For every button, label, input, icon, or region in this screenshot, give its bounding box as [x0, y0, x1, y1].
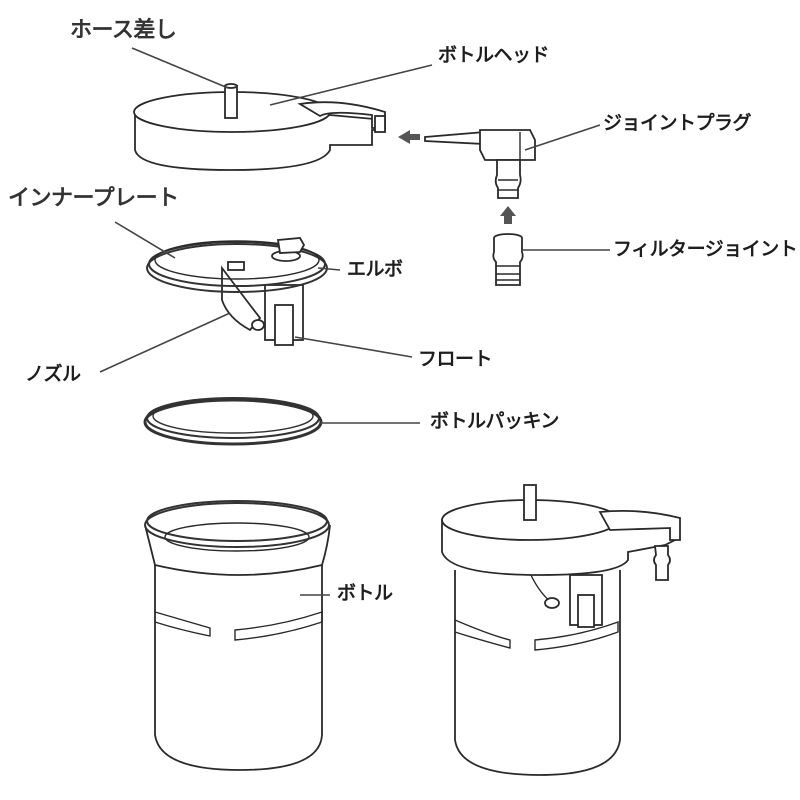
inner-plate-part — [146, 237, 328, 346]
arrow-left-icon — [398, 130, 420, 144]
label-elbow: エルボ — [347, 258, 403, 280]
leader-joint-plug — [524, 124, 601, 151]
label-filter-joint: フィルタージョイント — [613, 238, 798, 260]
leader-inner-plate — [114, 221, 176, 259]
leader-hose-port — [131, 47, 229, 89]
joint-plug-part — [424, 129, 536, 199]
label-hose-port: ホース差し — [70, 18, 177, 43]
label-inner-plate: インナープレート — [8, 186, 179, 211]
label-bottle-head: ボトルヘッド — [438, 44, 550, 66]
bottle-head-part — [133, 83, 386, 171]
label-bottle: ボトル — [337, 582, 393, 604]
assembled-unit — [441, 484, 681, 776]
label-nozzle: ノズル — [25, 363, 81, 385]
leader-float — [294, 336, 413, 358]
label-joint-plug: ジョイントプラグ — [603, 112, 752, 134]
filter-joint-part — [492, 233, 524, 286]
bottle-packing-part — [143, 397, 323, 446]
arrow-up-icon — [500, 206, 516, 224]
leader-nozzle — [99, 312, 231, 373]
bottle-part — [144, 500, 331, 771]
leader-bottle-head — [269, 64, 433, 106]
label-float: フロート — [418, 348, 493, 370]
label-bottle-packing: ボトルパッキン — [430, 410, 559, 432]
leader-elbow — [317, 267, 341, 271]
